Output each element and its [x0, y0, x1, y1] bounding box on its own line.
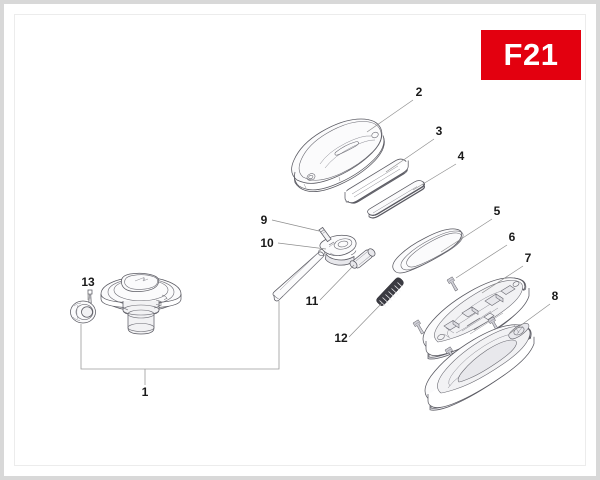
screw-b — [412, 319, 425, 335]
part-12-return-spring — [376, 277, 404, 307]
part-11-connector-rod — [272, 248, 326, 302]
callout-label-1: 1 — [142, 385, 149, 399]
callout-label-6: 6 — [509, 230, 516, 244]
part-13-cap-screw-grommet — [70, 289, 96, 324]
part-2-upper-cover-shell — [291, 118, 385, 192]
part-6-housing-screws — [412, 276, 500, 362]
callout-label-12: 12 — [334, 331, 348, 345]
figure-badge-label: F21 — [503, 37, 559, 72]
callout-label-7: 7 — [525, 251, 532, 265]
part-4-flat-gasket-plate — [367, 180, 425, 219]
callout-label-9: 9 — [261, 213, 268, 227]
callout-label-8: 8 — [552, 289, 559, 303]
callout-labels: 1 2 3 4 5 6 7 8 9 10 11 12 13 — [81, 85, 558, 399]
leader-lines — [87, 99, 551, 338]
part-7-main-housing-body — [422, 277, 530, 360]
figure-badge: F21 — [481, 30, 581, 80]
callout-label-4: 4 — [458, 149, 465, 163]
part-9-retaining-pin — [318, 226, 332, 243]
callout-label-3: 3 — [436, 124, 443, 138]
screw-a — [446, 276, 459, 292]
part-5-oval-seal-ring — [392, 228, 464, 274]
callout-label-11: 11 — [306, 294, 319, 308]
part-11-connector-sleeve — [349, 248, 376, 269]
callout-label-2: 2 — [416, 85, 423, 99]
callout-label-13: 13 — [81, 275, 95, 289]
exploded-parts-drawing: 1 2 3 4 5 6 7 8 9 10 11 12 13 — [70, 85, 559, 411]
callout-label-5: 5 — [494, 204, 501, 218]
diagram-page: F21 — [4, 4, 596, 476]
part-1-fuel-cap-assembly — [100, 272, 182, 335]
callout-label-10: 10 — [260, 236, 274, 250]
part-1-bracket — [80, 301, 280, 385]
part-10-lever-bracket — [319, 234, 357, 266]
part-8-lower-oval-shell — [424, 323, 535, 411]
